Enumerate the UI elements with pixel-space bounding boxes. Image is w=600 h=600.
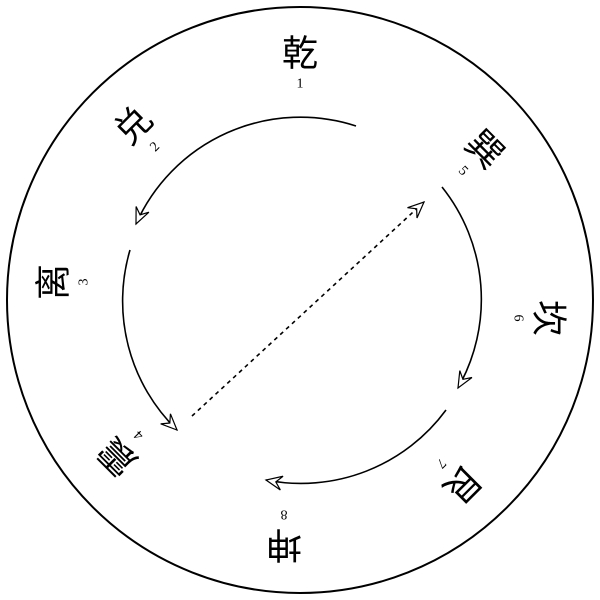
trigram-number: 1 [297,77,304,92]
trigram-number: 3 [77,279,92,286]
trigram-number: 4 [131,427,147,443]
trigram-xun: 巽 5 [455,123,511,179]
trigram-char: 坤 [266,524,302,565]
trigram-qian: 乾 1 [282,34,318,92]
trigram-kun: 坤 8 [266,507,302,565]
outer-circle [6,6,594,594]
trigram-char: 乾 [282,34,318,75]
trigram-zhen: 震 4 [91,427,147,483]
trigram-number: 8 [281,507,288,522]
trigram-char: 坎 [528,300,569,336]
trigram-dui: 兑 2 [107,99,163,155]
trigram-kan: 坎 6 [511,300,569,336]
trigram-number: 5 [455,163,471,179]
arc-gen-to-kun [264,409,447,491]
arc-li-to-zhen [121,249,179,432]
trigram-li: 离 3 [34,264,92,300]
trigram-number: 2 [147,139,163,155]
trigram-number: 7 [433,455,449,471]
arc-xun-to-kan [441,186,483,390]
trigram-char: 离 [34,264,75,300]
trigram-number: 6 [511,315,526,322]
dashed-zhen-to-xun [191,200,426,417]
trigram-gen: 艮 7 [433,455,489,511]
arc-qian-to-dui [135,116,357,226]
